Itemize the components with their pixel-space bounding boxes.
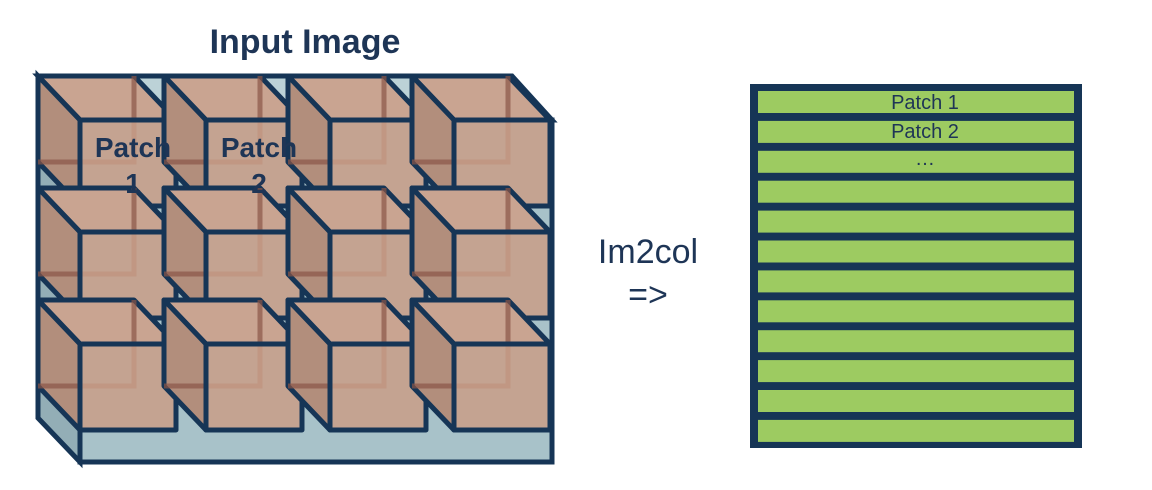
matrix-row-11 bbox=[758, 390, 1074, 412]
patch-cube-5 bbox=[35, 185, 179, 321]
matrix-row-label-1: Patch 1 bbox=[891, 92, 959, 114]
matrix-row-5 bbox=[758, 210, 1074, 233]
matrix-row-7 bbox=[758, 270, 1074, 293]
patch-label-1-line1: Patch bbox=[95, 132, 171, 163]
cube-front-face bbox=[203, 341, 305, 433]
matrix-row-12 bbox=[758, 419, 1074, 442]
patch-cube-7 bbox=[285, 185, 429, 321]
input-image-title: Input Image bbox=[210, 23, 401, 61]
operation-name: Im2col bbox=[598, 233, 698, 271]
operation-arrow: => bbox=[628, 276, 668, 314]
matrix-row-10 bbox=[758, 360, 1074, 383]
patch-cube-12 bbox=[409, 297, 553, 433]
matrix-row-8 bbox=[758, 300, 1074, 323]
patch-label-2: Patch 2 bbox=[221, 132, 297, 199]
patch-cube-2 bbox=[161, 73, 305, 209]
patch-label-1: Patch 1 bbox=[95, 132, 171, 199]
patch-label-2-line1: Patch bbox=[221, 132, 297, 163]
matrix-row-label-2: Patch 2 bbox=[891, 121, 959, 143]
matrix-row-1 bbox=[758, 91, 1074, 113]
cube-front-face bbox=[451, 229, 553, 321]
patch-cube-10 bbox=[161, 297, 305, 433]
output-matrix: Patch 1 Patch 2 … bbox=[750, 84, 1082, 448]
matrix-row-4 bbox=[758, 180, 1074, 203]
matrix-row-2 bbox=[758, 120, 1074, 143]
patch-label-1-line2: 1 bbox=[125, 168, 141, 199]
patch-label-2-line2: 2 bbox=[251, 168, 267, 199]
input-image-grid bbox=[32, 69, 558, 469]
matrix-row-3 bbox=[758, 150, 1074, 173]
matrix-row-9 bbox=[758, 330, 1074, 353]
cube-front-face bbox=[327, 341, 429, 433]
patch-cube-11 bbox=[285, 297, 429, 433]
matrix-row-label-ellipsis: … bbox=[915, 148, 935, 170]
patch-cube-9 bbox=[35, 297, 179, 433]
matrix-frame bbox=[750, 84, 1082, 448]
matrix-rows bbox=[758, 91, 1074, 442]
cube-front-face bbox=[451, 117, 553, 209]
patch-cube-8 bbox=[409, 185, 553, 321]
matrix-row-6 bbox=[758, 240, 1074, 263]
patch-cube-6 bbox=[161, 185, 305, 321]
patch-cubes bbox=[35, 73, 553, 433]
cube-front-face bbox=[77, 341, 179, 433]
cube-front-face bbox=[451, 341, 553, 433]
